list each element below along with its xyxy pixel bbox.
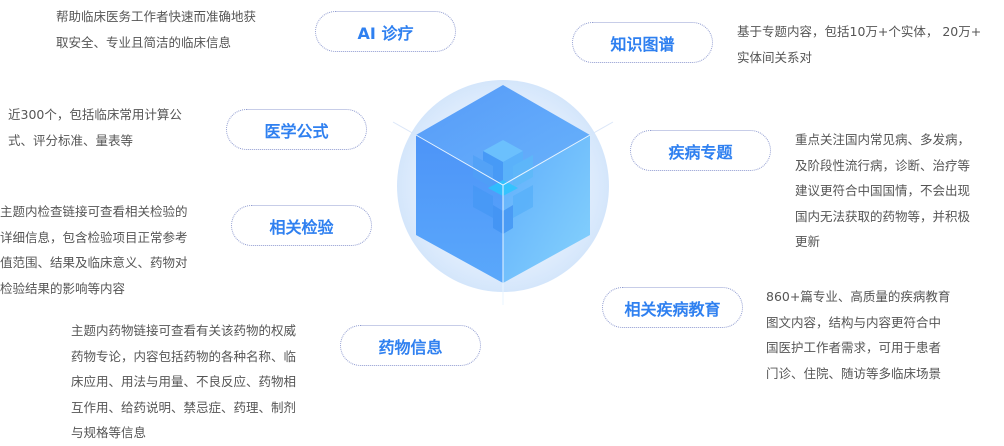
desc-line: 详细信息，包含检验项目正常参考 bbox=[0, 229, 188, 245]
desc-line: 图文内容，结构与内容更符合中 bbox=[766, 314, 942, 330]
desc-line: 互作用、给药说明、禁忌症、药理、制剂 bbox=[71, 399, 297, 415]
desc-line: 重点关注国内常见病、多发病， bbox=[795, 132, 971, 147]
desc-line: 式、评分标准、量表等 bbox=[8, 132, 134, 148]
ai-diagnosis-button[interactable]: AI 诊疗 bbox=[315, 11, 456, 52]
disease-topic-button[interactable]: 疾病专题 bbox=[630, 130, 771, 171]
desc-line: 取安全、专业且简洁的临床信息 bbox=[56, 34, 232, 50]
pill-label: 医学公式 bbox=[264, 121, 329, 141]
desc-line: 值范围、结果及临床意义、药物对 bbox=[0, 255, 188, 270]
ai-diagnosis-description: 帮助临床医务工作者快速而准确地获取安全、专业且简洁的临床信息 bbox=[56, 4, 256, 55]
related-lab-description: 主题内检查链接可查看相关检验的详细信息，包含检验项目正常参考值范围、结果及临床意… bbox=[0, 199, 188, 301]
desc-line: 国医护工作者需求，可用于患者 bbox=[766, 340, 942, 355]
knowledge-graph-button[interactable]: 知识图谱 bbox=[572, 22, 713, 63]
desc-line: 基于专题内容，包括10万+个实体， 20万+ bbox=[737, 24, 982, 39]
pill-label: 疾病专题 bbox=[668, 142, 733, 162]
medical-formula-description: 近300个，包括临床常用计算公式、评分标准、量表等 bbox=[8, 102, 182, 153]
desc-line: 与规格等信息 bbox=[71, 425, 147, 440]
pill-label: AI 诊疗 bbox=[357, 23, 414, 43]
desc-line: 主题内检查链接可查看相关检验的 bbox=[0, 204, 188, 219]
desc-line: 药物专论，内容包括药物的各种名称、临 bbox=[71, 348, 297, 364]
pill-label: 相关疾病教育 bbox=[624, 299, 721, 319]
drug-info-button[interactable]: 药物信息 bbox=[340, 325, 481, 366]
desc-line: 建议更符合中国国情，不会出现 bbox=[795, 183, 971, 198]
desc-line: 门诊、住院、随访等多临床场景 bbox=[766, 365, 942, 381]
drug-info-description: 主题内药物链接可查看有关该药物的权威药物专论，内容包括药物的各种名称、临床应用、… bbox=[71, 318, 296, 446]
desc-line: 检验结果的影响等内容 bbox=[0, 280, 126, 296]
disease-topic-description: 重点关注国内常见病、多发病， 及阶段性流行病，诊断、治疗等建议更符合中国国情，不会… bbox=[795, 127, 970, 255]
desc-line: 主题内药物链接可查看有关该药物的权威 bbox=[71, 323, 297, 338]
pill-label: 知识图谱 bbox=[610, 34, 675, 54]
medical-formula-button[interactable]: 医学公式 bbox=[226, 109, 367, 150]
desc-line: 床应用、用法与用量、不良反应、药物相 bbox=[71, 374, 297, 389]
disease-education-description: 860+篇专业、高质量的疾病教育图文内容，结构与内容更符合中国医护工作者需求，可… bbox=[766, 284, 950, 386]
knowledge-graph-description: 基于专题内容，包括10万+个实体， 20万+ 实体间关系对 bbox=[737, 19, 981, 70]
desc-line: 及阶段性流行病，诊断、治疗等 bbox=[795, 157, 971, 173]
desc-line: 国内无法获取的药物等，并积极 bbox=[795, 208, 971, 224]
desc-line: 更新 bbox=[795, 234, 821, 249]
related-lab-button[interactable]: 相关检验 bbox=[231, 205, 372, 246]
desc-line: 860+篇专业、高质量的疾病教育 bbox=[766, 289, 951, 304]
desc-line: 实体间关系对 bbox=[737, 49, 813, 65]
desc-line: 近300个，包括临床常用计算公 bbox=[8, 107, 182, 122]
pill-label: 药物信息 bbox=[378, 337, 443, 357]
desc-line: 帮助临床医务工作者快速而准确地获 bbox=[56, 9, 257, 24]
pill-label: 相关检验 bbox=[269, 217, 334, 237]
disease-education-button[interactable]: 相关疾病教育 bbox=[602, 287, 743, 328]
